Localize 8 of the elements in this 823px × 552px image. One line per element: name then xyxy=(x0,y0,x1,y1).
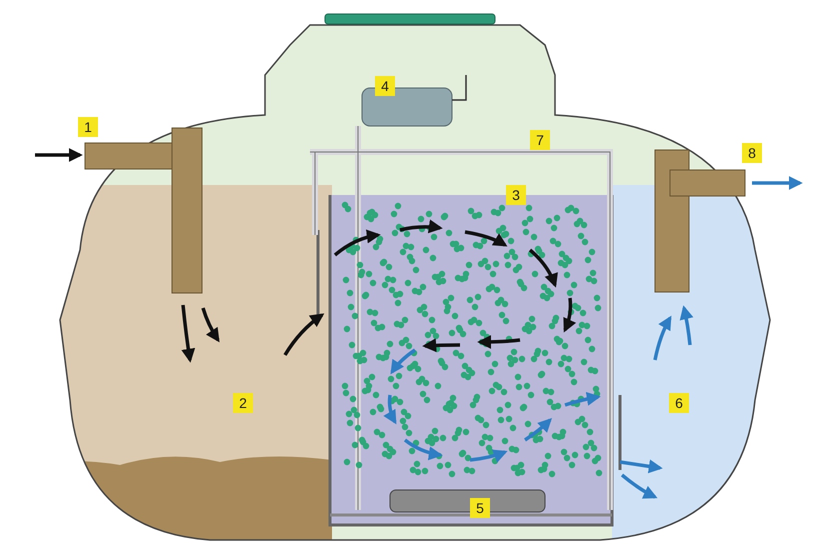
callout-number: 5 xyxy=(470,498,490,518)
callout-number: 7 xyxy=(530,130,550,150)
callout-number: 3 xyxy=(506,185,526,205)
callout-number: 2 xyxy=(233,393,253,413)
callout-number: 4 xyxy=(375,76,395,96)
callout-number: 6 xyxy=(669,393,689,413)
callout-number: 8 xyxy=(742,143,762,163)
callout-number: 1 xyxy=(78,117,98,137)
